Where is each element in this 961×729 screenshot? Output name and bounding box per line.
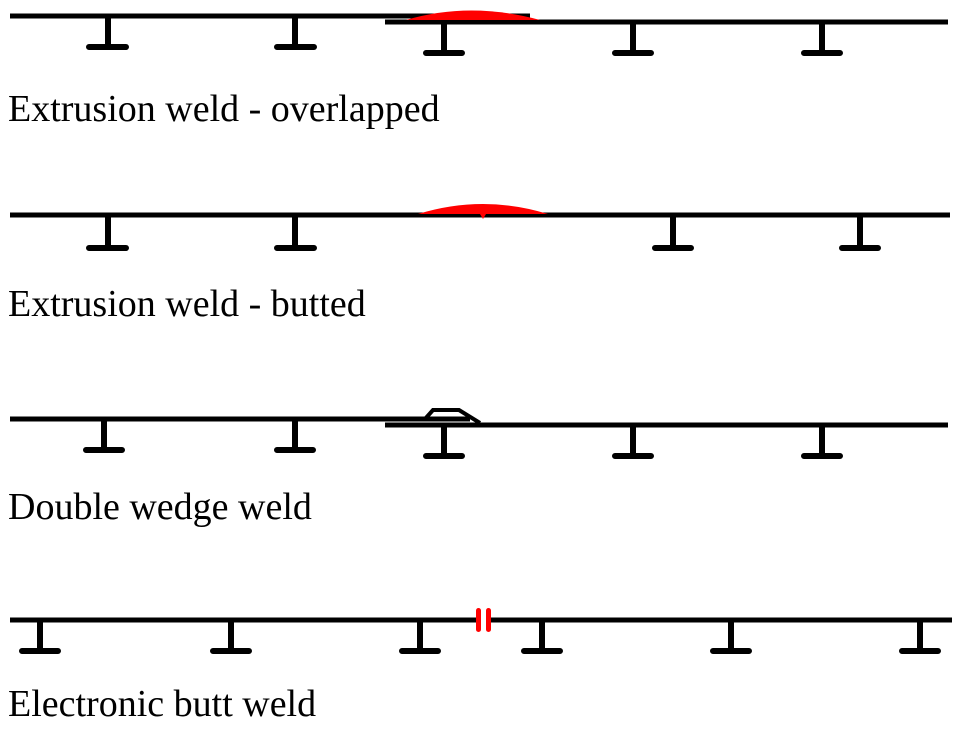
stud-support — [399, 619, 441, 654]
stud-support — [801, 424, 843, 459]
stud-support — [652, 214, 694, 251]
stud-support — [86, 214, 129, 251]
stud-supports — [86, 14, 843, 56]
caption-extrusion-butted: Extrusion weld - butted — [8, 283, 366, 325]
stud-support — [274, 214, 317, 251]
stud-support — [83, 418, 125, 453]
stud-support — [801, 20, 843, 56]
butt-weld-marker — [476, 608, 491, 632]
panel-extrusion-butted — [10, 204, 950, 251]
panel-electronic-butt — [10, 608, 952, 654]
caption-double-wedge: Double wedge weld — [8, 486, 312, 528]
stud-support — [86, 14, 129, 50]
stud-support — [710, 619, 752, 654]
stud-support — [210, 619, 252, 654]
stud-support — [423, 20, 465, 56]
double-wedge-seam — [423, 408, 482, 425]
weld-mark — [486, 608, 491, 632]
stud-support — [274, 14, 317, 50]
stud-supports — [19, 619, 941, 654]
weld-mark — [476, 608, 481, 632]
caption-extrusion-overlapped: Extrusion weld - overlapped — [8, 88, 440, 130]
stud-supports — [83, 418, 843, 459]
stud-support — [612, 20, 654, 56]
panel-extrusion-overlapped — [10, 10, 948, 56]
stud-support — [274, 418, 316, 453]
stud-support — [19, 619, 61, 654]
stud-support — [423, 424, 465, 459]
stud-support — [899, 619, 941, 654]
extrusion-weld-bead — [406, 10, 540, 20]
stud-support — [612, 424, 654, 459]
stud-supports — [86, 214, 881, 251]
panel-double-wedge — [10, 408, 948, 459]
extrusion-weld-bead — [418, 204, 548, 219]
stud-support — [521, 619, 563, 654]
caption-electronic-butt: Electronic butt weld — [8, 683, 317, 725]
stud-support — [839, 214, 881, 251]
